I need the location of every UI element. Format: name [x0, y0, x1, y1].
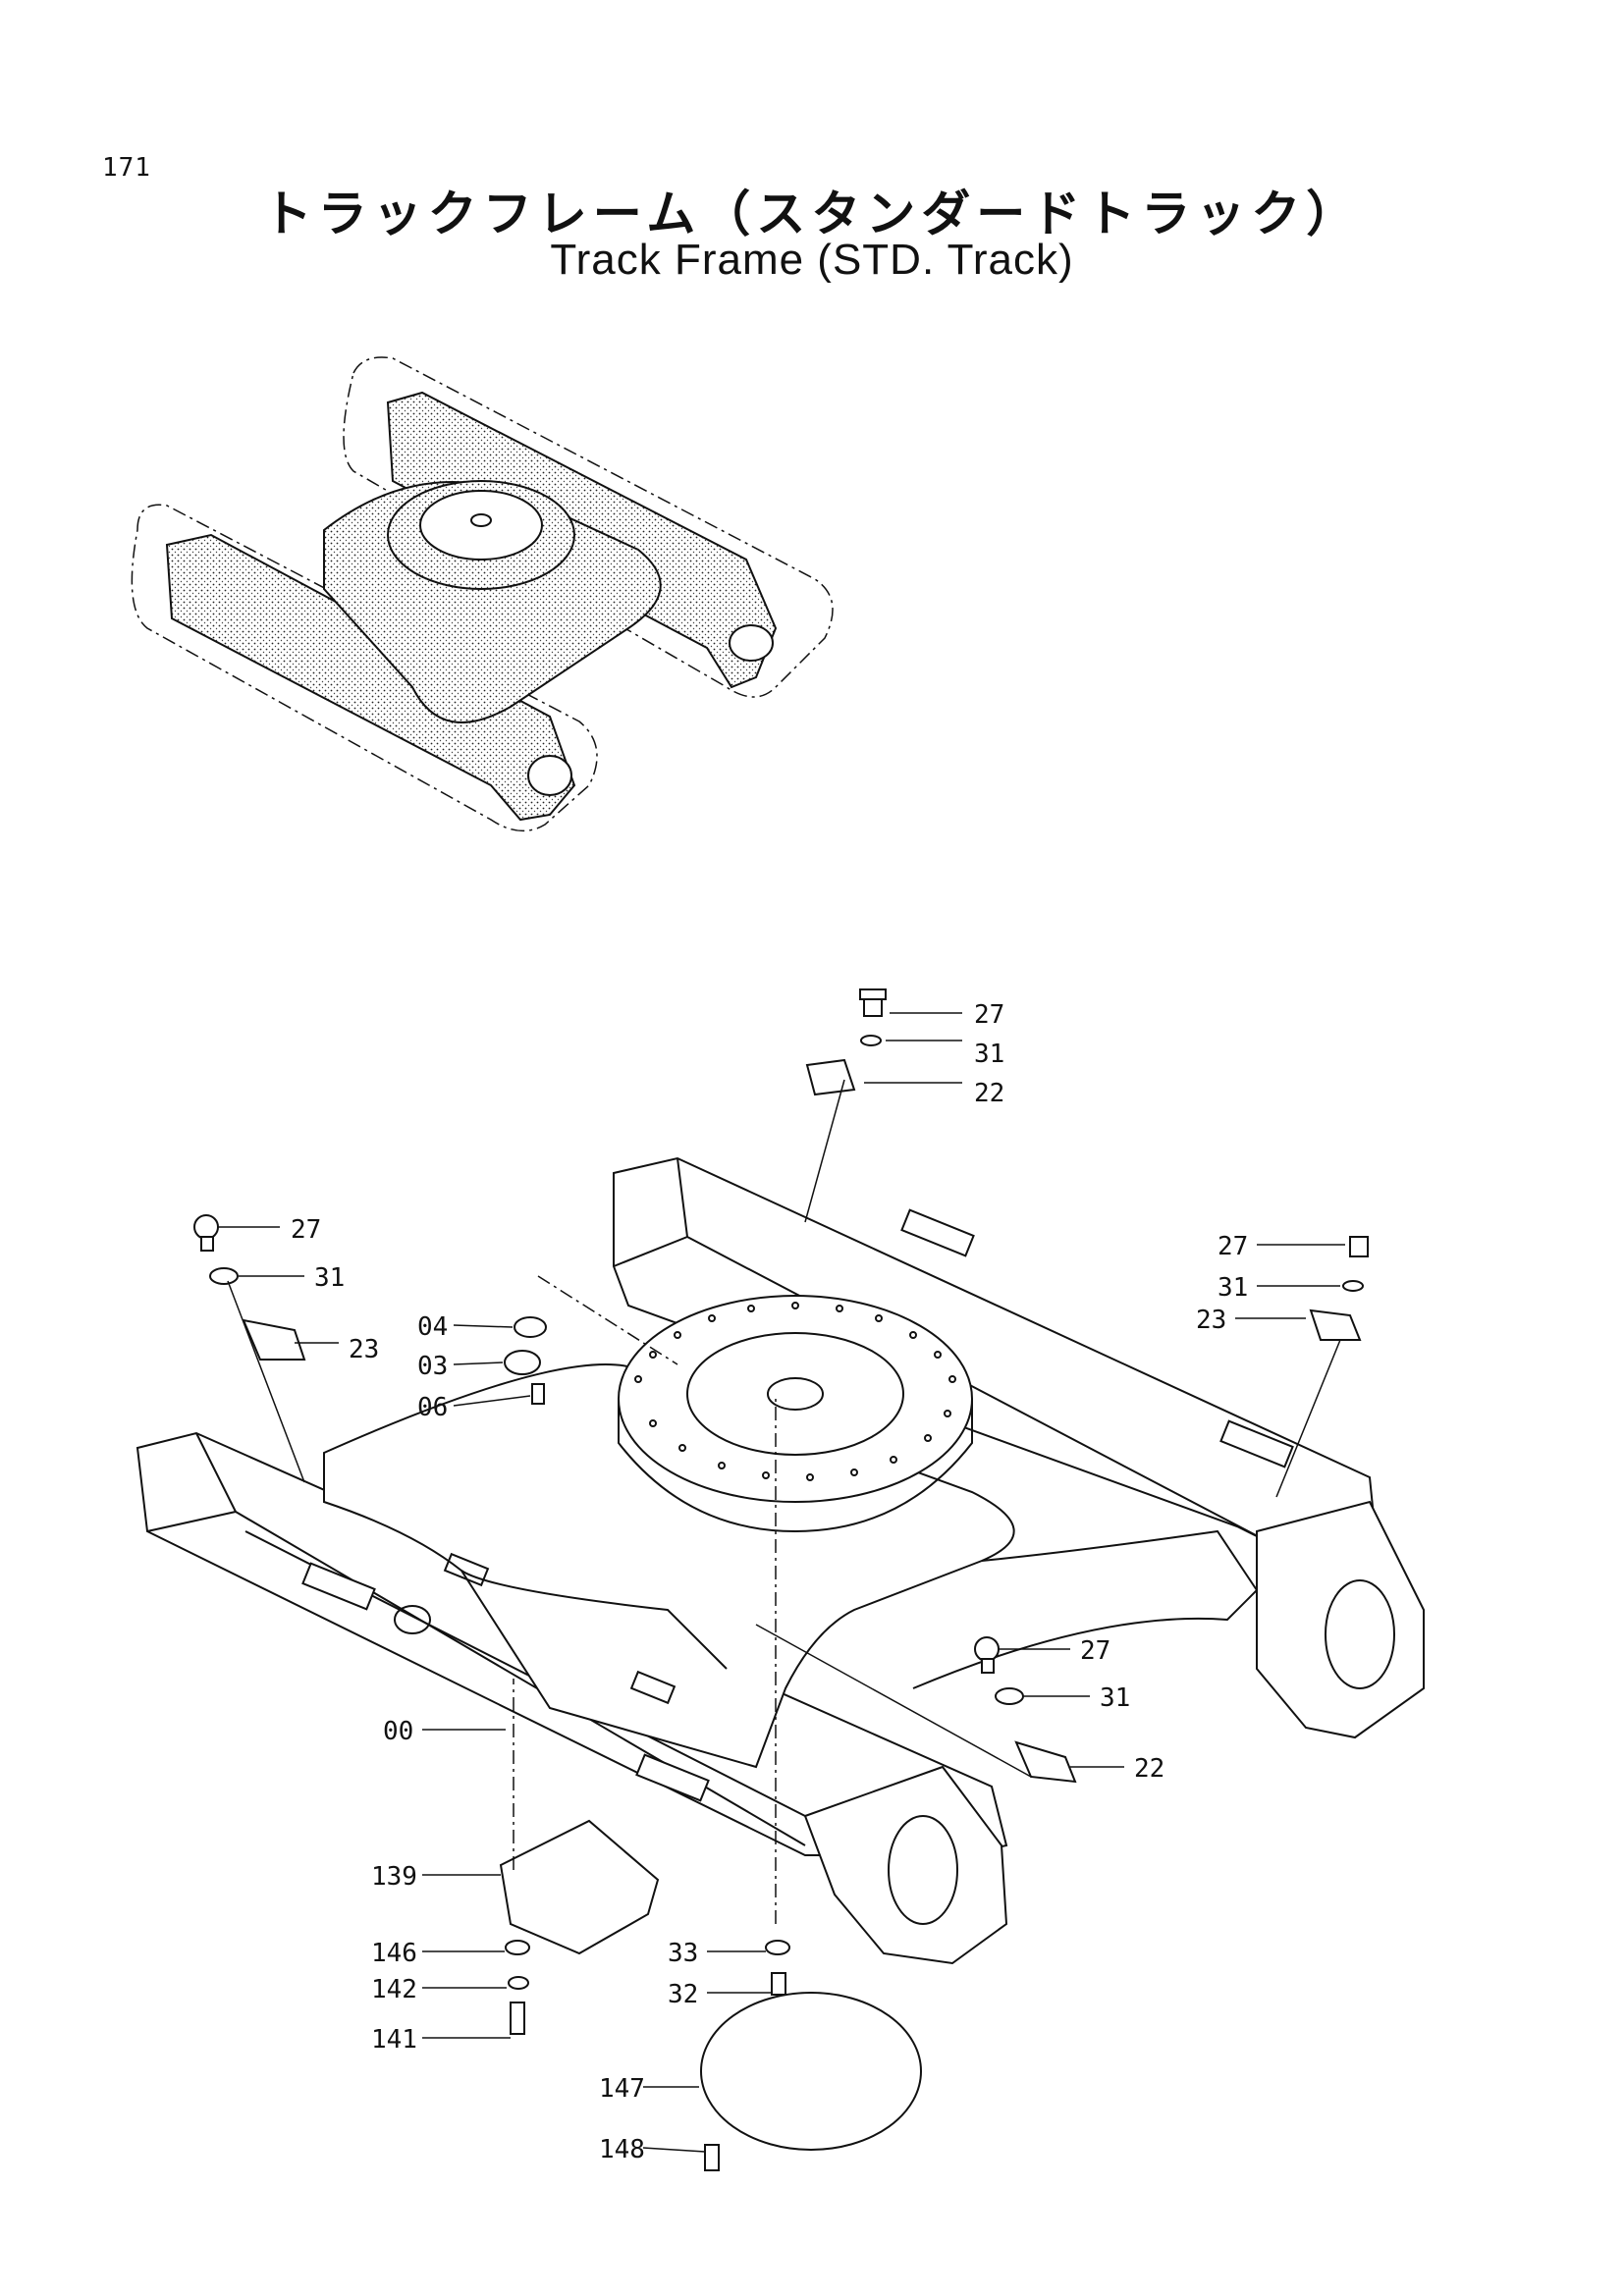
callout-23-right: 23: [1196, 1306, 1226, 1335]
callout-147: 147: [599, 2074, 645, 2104]
callout-31-top: 31: [974, 1040, 1004, 1069]
overview-front-side-frame: [165, 533, 576, 822]
callout-labels: 27 31 22 27 31 23 04 03 06 27 31 23 27 3…: [291, 1000, 1248, 2164]
front-drive-end: [803, 1765, 1008, 1965]
callout-27-right: 27: [1218, 1232, 1248, 1261]
callout-141: 141: [371, 2025, 417, 2055]
assembly-lines: [513, 1275, 777, 1924]
overview-rear-track-outline: [343, 356, 834, 698]
callout-03: 03: [417, 1352, 448, 1381]
callout-31-left: 31: [314, 1263, 345, 1293]
page-number: 171: [102, 153, 151, 183]
callout-27-top: 27: [974, 1000, 1004, 1030]
callout-06: 06: [417, 1393, 448, 1422]
callout-00: 00: [383, 1717, 413, 1746]
part-139-bracket: [499, 1819, 660, 1955]
part-147-cover: [700, 1992, 922, 2151]
callout-04: 04: [417, 1312, 448, 1342]
callout-22-mid: 22: [1134, 1754, 1164, 1784]
main-track-frame: [135, 1156, 1425, 1965]
title-japanese: トラックフレーム（スタンダードトラック）: [262, 186, 1362, 242]
callout-22-top: 22: [974, 1079, 1004, 1108]
rear-drive-end: [1256, 1500, 1425, 1739]
callout-31-right: 31: [1218, 1273, 1248, 1303]
bearing-bolt-holes: [634, 1302, 956, 1481]
callout-148: 148: [599, 2135, 645, 2164]
callout-23-left: 23: [349, 1335, 379, 1364]
callout-142: 142: [371, 1975, 417, 2004]
overview-front-track-outline: [131, 504, 598, 832]
small-parts: [193, 988, 1369, 2171]
title-english: Track Frame (STD. Track): [550, 236, 1074, 284]
callout-33: 33: [668, 1939, 698, 1968]
callout-146: 146: [371, 1939, 417, 1968]
callout-31-mid: 31: [1100, 1683, 1130, 1713]
overview-track-frame: [131, 356, 834, 832]
callout-139: 139: [371, 1862, 417, 1892]
callout-27-left: 27: [291, 1215, 321, 1245]
callout-32: 32: [668, 1980, 698, 2009]
callout-27-mid: 27: [1080, 1636, 1110, 1666]
leader-lines: [218, 1012, 1345, 2153]
